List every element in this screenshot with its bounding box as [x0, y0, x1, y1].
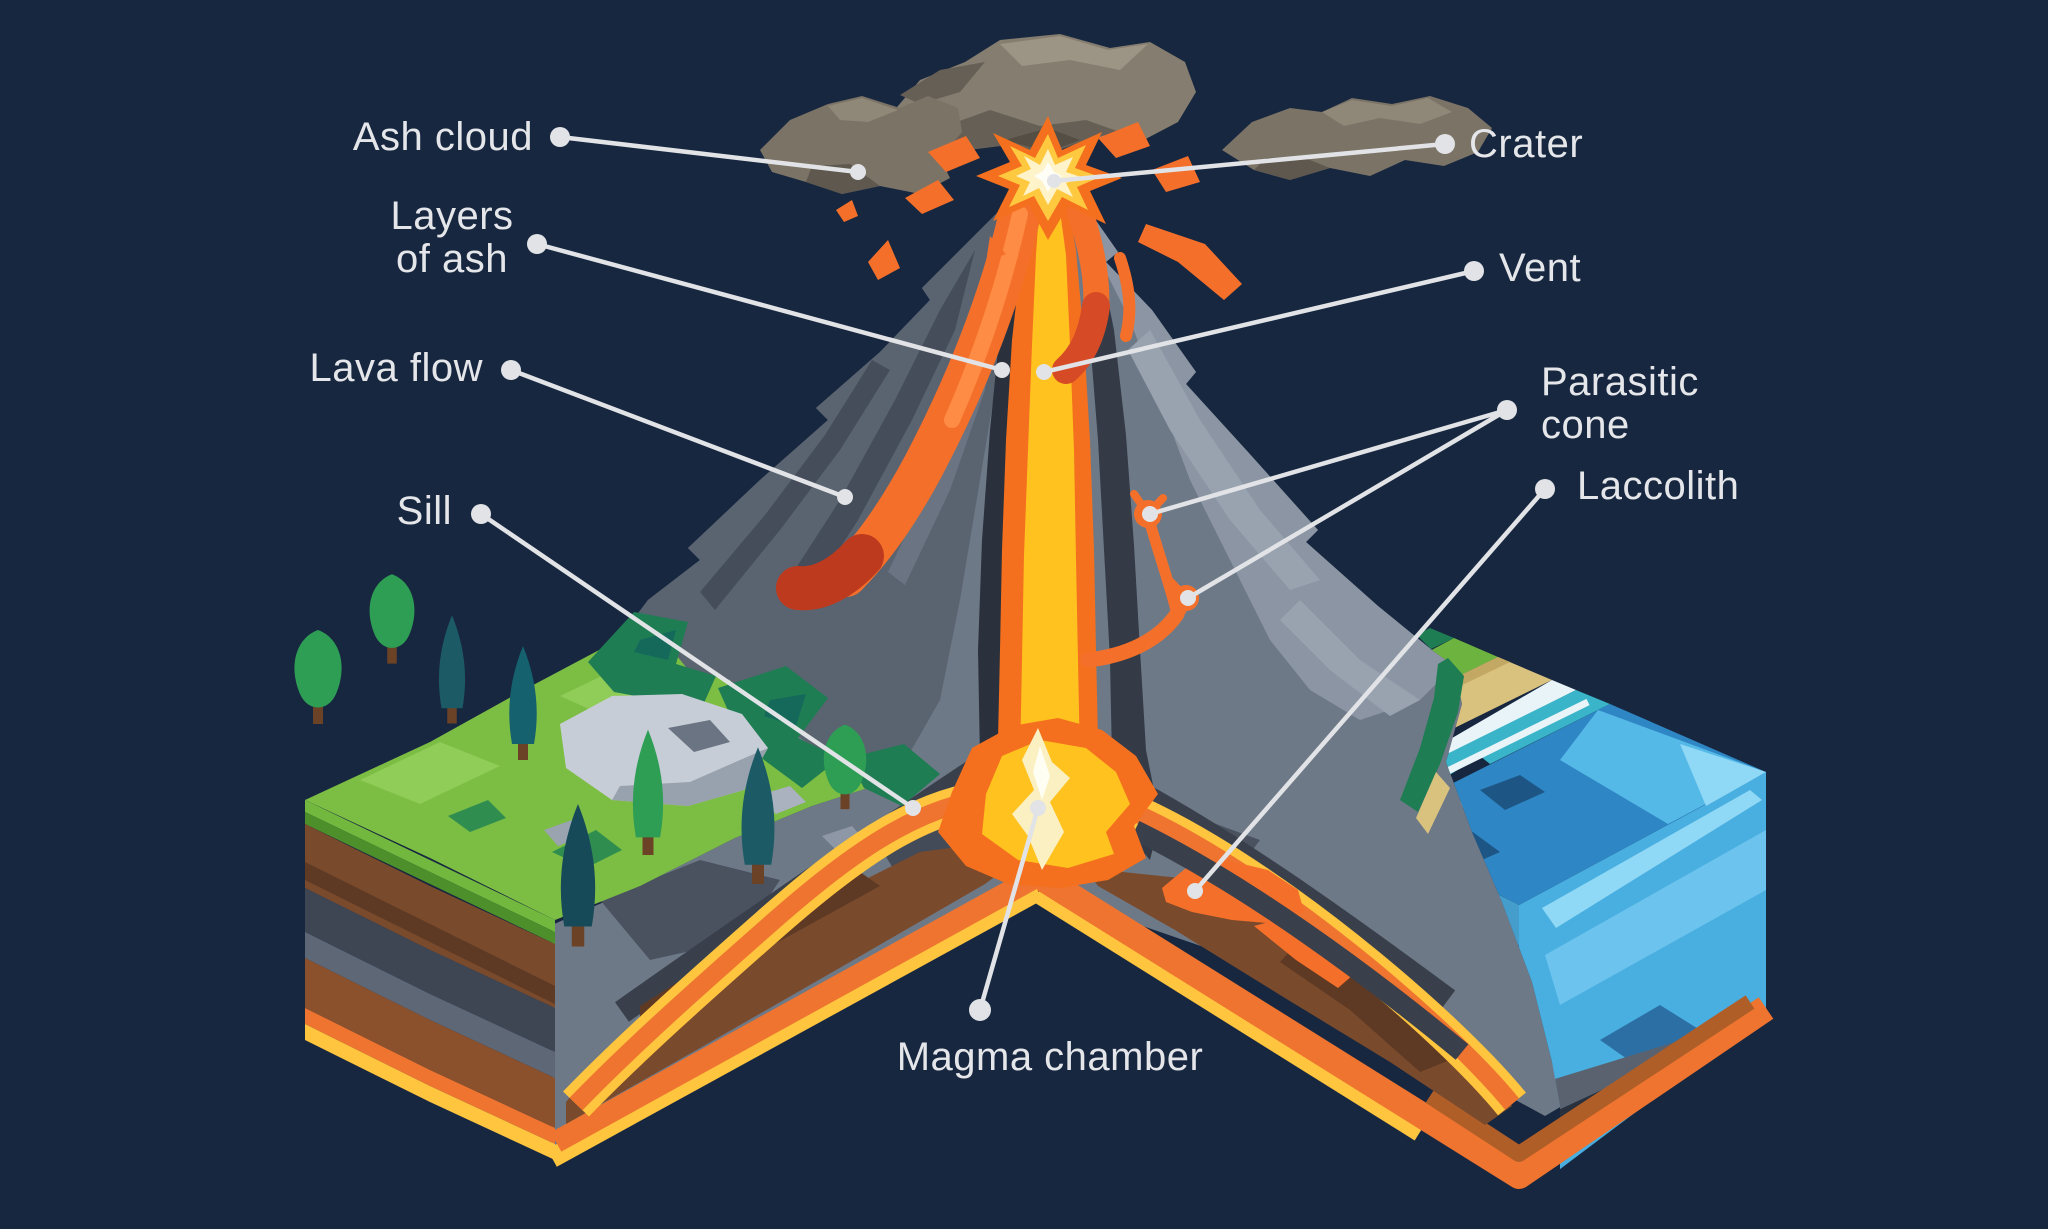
sill-arm-left — [563, 780, 993, 1117]
soil-layer-right — [1085, 868, 1512, 1125]
label-text-vent: Vent — [1499, 246, 1581, 290]
target-dot-vent — [1036, 364, 1052, 380]
target-dot-laccolith — [1187, 883, 1203, 899]
label-sill: Sill — [397, 489, 921, 816]
magma-sandwich-right — [1032, 780, 1774, 1189]
soil-layer-left — [566, 842, 1012, 1124]
leader-line-ash-cloud — [557, 134, 861, 175]
label-dot-sill — [471, 504, 491, 524]
label-dot-ash-cloud — [550, 127, 570, 147]
target-dot-crater — [1047, 174, 1061, 188]
label-ash-cloud: Ash cloud — [353, 115, 866, 180]
label-text-crater: Crater — [1469, 122, 1583, 166]
label-dot-vent — [1464, 261, 1484, 281]
ash-clouds-illustration — [760, 34, 1492, 194]
leader-line-sill — [478, 511, 916, 811]
label-text-ash-cloud: Ash cloud — [353, 115, 533, 159]
label-text-parasitic-cone-2: cone — [1541, 403, 1630, 447]
label-text-layers-of-ash-2: of ash — [396, 237, 508, 281]
callout-labels-layer: Ash cloud Layers of ash Lava flow Sill M… — [310, 115, 1739, 1079]
magma-conduit-vent — [998, 192, 1098, 790]
leader-line-magma-chamber — [977, 805, 1041, 1013]
leader-line-layers-of-ash — [534, 241, 1005, 373]
label-dot-layers-of-ash — [527, 234, 547, 254]
soil-layers-left-face — [305, 800, 555, 1160]
label-magma-chamber: Magma chamber — [897, 800, 1204, 1079]
label-text-laccolith: Laccolith — [1577, 464, 1739, 508]
leader-line-parasitic-cone-1 — [1147, 407, 1510, 517]
target-dot-layers-of-ash — [994, 362, 1010, 378]
label-text-magma-chamber: Magma chamber — [897, 1035, 1204, 1079]
label-dot-parasitic-cone — [1497, 400, 1517, 420]
label-text-layers-of-ash-1: Layers — [390, 194, 513, 238]
target-dot-sill — [905, 800, 921, 816]
leader-line-parasitic-cone-2 — [1185, 407, 1510, 601]
label-layers-of-ash: Layers of ash — [390, 194, 1010, 378]
leader-line-lava-flow — [508, 367, 848, 500]
leader-line-crater — [1051, 141, 1448, 184]
leader-line-vent — [1041, 268, 1477, 375]
label-vent: Vent — [1036, 246, 1581, 380]
target-dot-ash-cloud — [850, 164, 866, 180]
label-dot-lava-flow — [501, 360, 521, 380]
coast-cliff-strip — [1400, 658, 1464, 834]
target-dot-lava-flow — [837, 489, 853, 505]
magma-chamber-illustration — [938, 718, 1158, 888]
label-text-sill: Sill — [397, 489, 452, 533]
label-dot-laccolith — [1535, 479, 1555, 499]
magma-sandwich-left — [547, 780, 1043, 1167]
leader-line-laccolith — [1192, 486, 1548, 894]
left-land-block — [294, 574, 940, 1160]
target-dot-parasitic-cone-1 — [1142, 506, 1158, 522]
label-lava-flow: Lava flow — [310, 346, 853, 505]
label-laccolith: Laccolith — [1187, 464, 1739, 899]
label-text-lava-flow: Lava flow — [310, 346, 483, 390]
label-crater: Crater — [1047, 122, 1583, 188]
lava-flow-illustration — [776, 193, 1136, 611]
label-dot-magma-chamber — [969, 999, 991, 1021]
label-text-parasitic-cone-1: Parasitic — [1541, 360, 1699, 404]
label-dot-crater — [1435, 134, 1455, 154]
label-parasitic-cone: Parasitic cone — [1142, 360, 1699, 606]
target-dot-parasitic-cone-2 — [1180, 590, 1196, 606]
target-dot-magma-chamber — [1030, 800, 1046, 816]
